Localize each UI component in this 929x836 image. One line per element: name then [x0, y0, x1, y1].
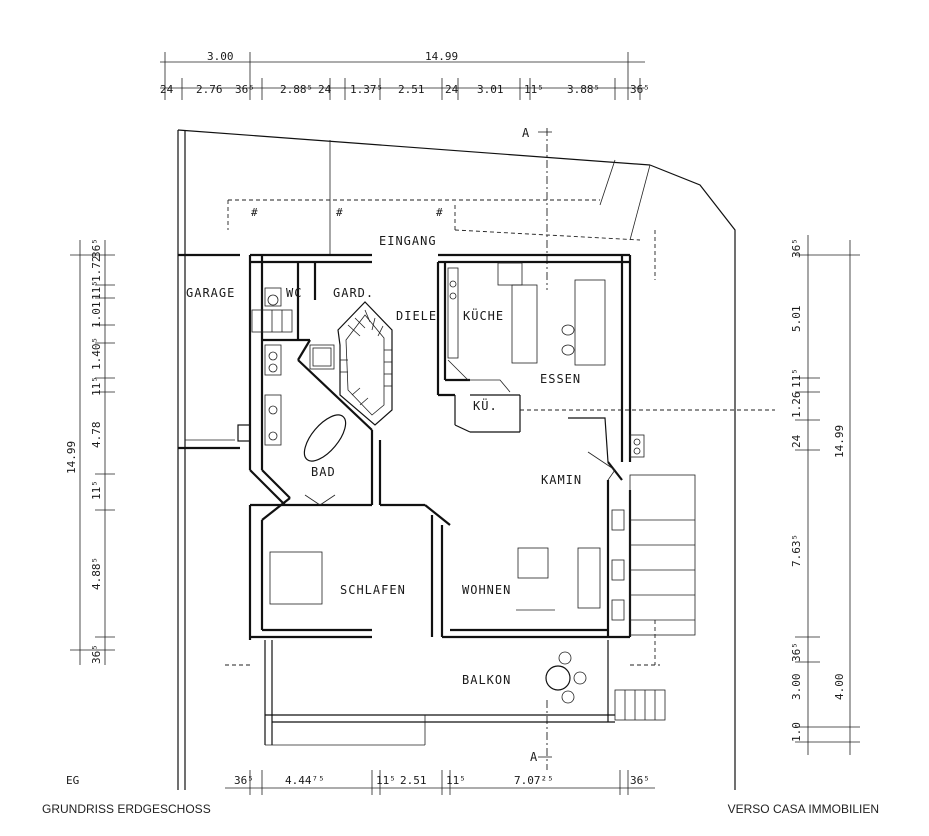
dim-right-7: 36⁵ — [790, 642, 803, 662]
dim-right-1: 36⁵ — [790, 238, 803, 258]
dim-bottom-5: 11⁵ — [446, 774, 466, 787]
dim-right-10: 1.0 — [790, 722, 803, 742]
dim-top-2: 2.76 — [196, 83, 223, 96]
footer-company-name: VERSO CASA IMMOBILIEN — [727, 802, 879, 816]
dim-top-1: 24 — [160, 83, 174, 96]
section-marker-top: A — [522, 126, 530, 140]
room-label-bad: BAD — [311, 465, 336, 479]
dim-left-10: 36⁵ — [90, 644, 103, 664]
room-label-eingang: EINGANG — [379, 234, 437, 248]
room-labels: GARAGE WC GARD. EINGANG DIELE KÜCHE ESSE… — [186, 234, 582, 687]
room-label-kueche: KÜCHE — [463, 307, 504, 323]
room-label-kue: KÜ. — [473, 397, 498, 413]
dim-left-8: 11⁵ — [90, 480, 103, 500]
dim-left-1: 36⁵ — [90, 238, 103, 258]
room-label-wc: WC — [286, 286, 302, 300]
bathtub — [303, 414, 347, 462]
dim-top-7: 2.51 — [398, 83, 425, 96]
garage — [178, 253, 251, 450]
dim-right-overall: 14.99 — [833, 425, 846, 458]
dim-left-6: 11⁵ — [90, 376, 103, 396]
room-label-balkon: BALKON — [462, 673, 511, 687]
room-label-essen: ESSEN — [540, 372, 581, 386]
dim-right-6: 7.63⁵ — [790, 534, 803, 567]
dim-right-2: 5.01 — [790, 306, 803, 333]
level-label: EG — [66, 774, 79, 787]
bottom-dimension-chain: EG 36⁵ 4.44⁷⁵ 11⁵ 2.51 11⁵ 7.07²⁵ 36⁵ — [66, 770, 655, 795]
dim-top-9: 3.01 — [477, 83, 504, 96]
balcony — [225, 640, 666, 746]
dim-top-overall-1: 3.00 — [207, 50, 234, 63]
grid-mark: # — [251, 206, 258, 219]
dim-top-10: 11⁵ — [524, 83, 544, 96]
wc-toilet — [264, 287, 282, 307]
grid-mark: # — [436, 206, 443, 219]
site-outline: # # # — [177, 129, 736, 790]
dim-top-11: 3.88⁵ — [567, 83, 600, 96]
right-dimension-chain: 36⁵ 5.01 11⁵ 1.26 24 14.99 7.63⁵ 36⁵ 3.0… — [790, 235, 860, 755]
room-label-schlafen: SCHLAFEN — [340, 583, 406, 597]
dim-left-3: 11⁵ — [90, 280, 103, 300]
dim-right-4: 1.26 — [790, 392, 803, 419]
dim-bottom-4: 2.51 — [400, 774, 427, 787]
grid-mark: # — [336, 206, 343, 219]
fireplace — [520, 409, 775, 481]
dim-left-4: 1.01 — [90, 302, 103, 329]
dim-left-9: 4.88⁵ — [90, 557, 103, 590]
room-label-gard: GARD. — [333, 286, 374, 300]
dim-left-7: 4.78 — [90, 422, 103, 449]
footer-plan-title: GRUNDRISS ERDGESCHOSS — [42, 802, 211, 816]
dim-top-3: 36⁵ — [235, 83, 255, 96]
dim-top-5: 24 — [318, 83, 332, 96]
dim-right-9: 4.00 — [833, 674, 846, 701]
dim-right-3: 11⁵ — [790, 368, 803, 388]
dim-bottom-3: 11⁵ — [376, 774, 396, 787]
dim-bottom-7: 36⁵ — [630, 774, 650, 787]
dim-top-6: 1.37⁵ — [350, 83, 383, 96]
room-label-diele: DIELE — [396, 309, 437, 323]
dim-top-12: 36⁵ — [630, 83, 650, 96]
top-dimension-chain: 3.00 14.99 24 2.76 36⁵ 2.88⁵ 24 1.37⁵ 2.… — [160, 50, 650, 100]
kitchen-fittings — [447, 262, 606, 393]
dim-left-5: 1.40⁵ — [90, 337, 103, 370]
terrace-steps — [629, 474, 696, 666]
left-dimension-chain: 36⁵ 1.72 11⁵ 1.01 1.40⁵ 11⁵ 4.78 14.99 1… — [65, 238, 115, 665]
dim-top-4: 2.88⁵ — [280, 83, 313, 96]
dim-right-5: 24 — [790, 434, 803, 448]
dim-right-8: 3.00 — [790, 674, 803, 701]
staircase — [251, 301, 393, 426]
dim-top-overall-2: 14.99 — [425, 50, 458, 63]
room-label-wohnen: WOHNEN — [462, 583, 511, 597]
dim-left-2: 1.72 — [90, 256, 103, 283]
balcony-table — [545, 665, 571, 691]
living-furniture — [269, 509, 625, 621]
section-marker-bottom: A — [530, 750, 538, 764]
dim-bottom-2: 4.44⁷⁵ — [285, 774, 325, 787]
sanitary-fixtures — [264, 287, 347, 506]
building-walls — [248, 253, 632, 640]
dim-bottom-6: 7.07²⁵ — [514, 774, 554, 787]
dim-bottom-1: 36⁵ — [234, 774, 254, 787]
room-label-kamin: KAMIN — [541, 473, 582, 487]
dim-left-overall: 14.99 — [65, 441, 78, 474]
room-label-garage: GARAGE — [186, 286, 235, 300]
dim-top-8: 24 — [445, 83, 459, 96]
